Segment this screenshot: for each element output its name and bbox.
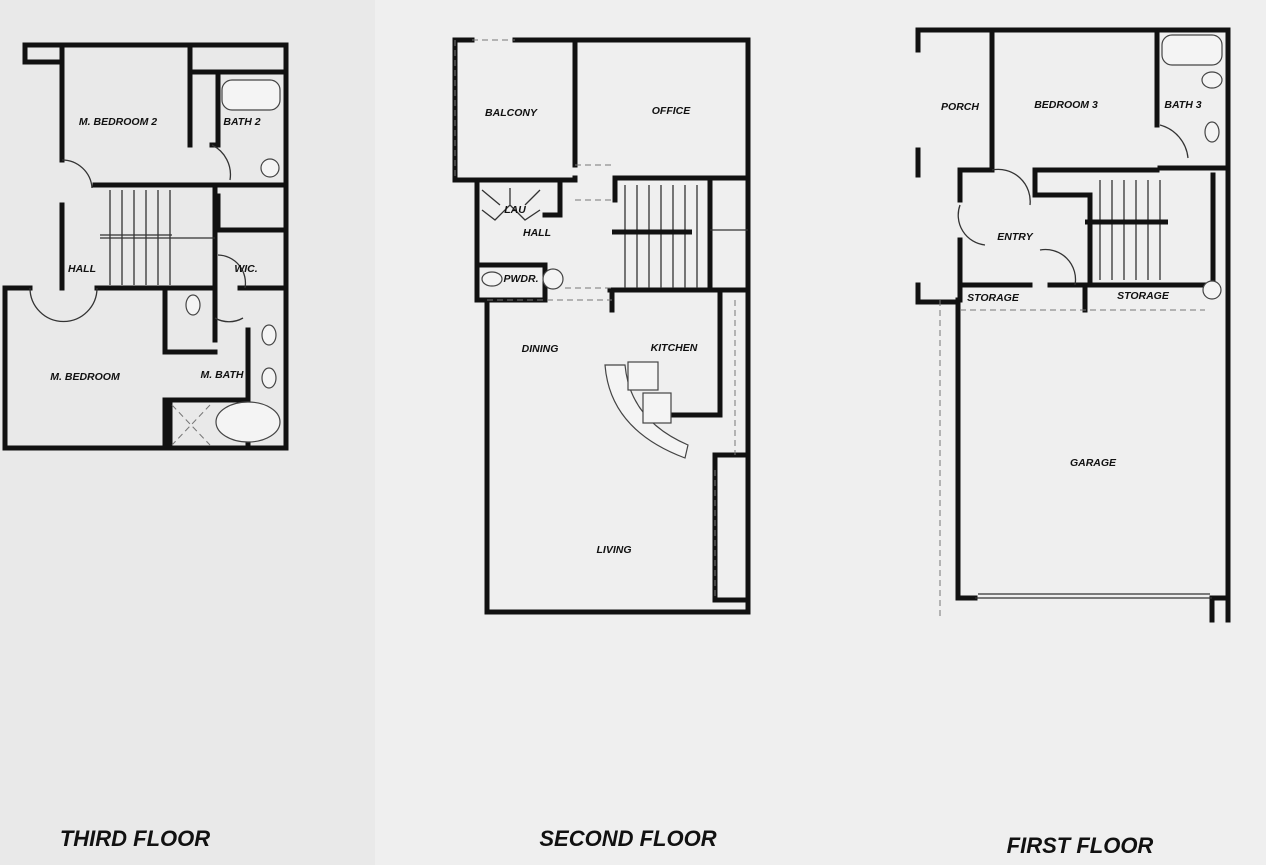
toilet <box>185 294 201 316</box>
sink <box>261 367 277 389</box>
toilet <box>1201 71 1223 89</box>
room-label-garage: GARAGE <box>1070 457 1117 469</box>
room-label-dining: DINING <box>522 343 559 355</box>
floor-title-first: FIRST FLOOR <box>1007 833 1154 858</box>
room-label-hall: HALL <box>68 263 96 275</box>
room-label-office: OFFICE <box>652 105 691 117</box>
floor-title-third: THIRD FLOOR <box>60 826 210 851</box>
room-label-bath-2: BATH 2 <box>223 116 260 128</box>
stove <box>627 361 659 391</box>
kitchen-sink <box>642 392 672 424</box>
stairs <box>1085 180 1168 280</box>
sink <box>542 268 564 290</box>
stairs <box>612 185 748 288</box>
third-floor-plan: M. BEDROOM 2 BATH 2 HALL WIC. M. BEDROOM… <box>2 42 289 451</box>
bathtub <box>221 79 281 111</box>
room-label-balcony: BALCONY <box>485 107 538 119</box>
room-label-living: LIVING <box>596 544 631 556</box>
room-label-bath-3: BATH 3 <box>1164 99 1201 111</box>
water-heater <box>1202 280 1222 300</box>
room-label-lau: LAU <box>504 204 526 216</box>
sink <box>260 158 280 178</box>
stairs <box>100 190 215 285</box>
floor-title-second: SECOND FLOOR <box>539 826 716 851</box>
sink <box>261 324 277 346</box>
room-label-kitchen: KITCHEN <box>651 342 698 354</box>
kitchen-counter <box>604 364 689 459</box>
first-floor-plan: PORCH BEDROOM 3 BATH 3 ENTRY STORAGE STO… <box>915 27 1231 623</box>
bathtub <box>1161 34 1223 66</box>
room-label-wic: WIC. <box>234 263 257 275</box>
room-label-m-bedroom: M. BEDROOM <box>50 371 120 383</box>
room-label-bedroom-3: BEDROOM 3 <box>1034 99 1098 111</box>
room-label-m-bedroom-2: M. BEDROOM 2 <box>79 116 157 128</box>
room-label-storage-left: STORAGE <box>967 292 1020 304</box>
room-label-hall: HALL <box>523 227 551 239</box>
bathtub <box>215 401 281 443</box>
room-label-pwdr: PWDR. <box>504 273 539 285</box>
second-floor-plan: BALCONY OFFICE LAU HALL PWDR. DINING KIT… <box>452 37 751 615</box>
sink <box>1204 121 1220 143</box>
room-label-entry: ENTRY <box>997 231 1033 243</box>
room-label-m-bath: M. BATH <box>201 369 244 381</box>
room-label-porch: PORCH <box>941 101 979 113</box>
room-label-storage-right: STORAGE <box>1117 290 1170 302</box>
toilet <box>481 271 503 287</box>
